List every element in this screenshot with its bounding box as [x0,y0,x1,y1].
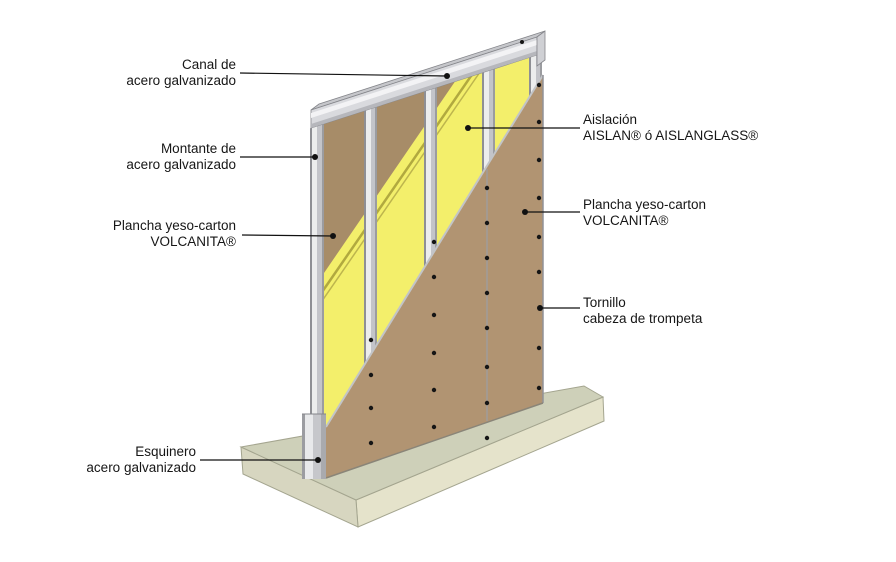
label-canal-line2: acero galvanizado [126,73,236,88]
label-plancha-izq: Plancha yeso-carton VOLCANITA® [113,218,236,250]
screw-dot [368,405,374,411]
label-montante-line2: acero galvanizado [126,157,236,172]
channel-highlight [311,40,537,118]
label-plancha-der-line1: Plancha yeso-carton [583,197,707,212]
screw-dot [484,185,490,191]
leader-tornillo [537,305,580,311]
screw-dot [431,312,437,318]
screw-dot [484,220,490,226]
leader-plancha-izq [241,233,336,239]
screw-dot [520,40,524,44]
screw-dot [536,119,542,125]
label-canal-line1: Canal de [181,57,236,72]
channel-lower-shade [311,51,537,128]
screw-dot [536,385,542,391]
insulation-batt-edges [311,62,482,318]
leader-canal [239,72,450,79]
corner-bead [302,413,326,479]
screw-dot [431,274,437,280]
screw-dot [484,255,490,261]
label-canal: Canal de acero galvanizado [126,57,236,89]
leader-montante [240,154,318,160]
screw-dot [431,387,437,393]
screw-dot [536,82,542,88]
stud-left-edge [310,123,324,479]
screw-dot [368,440,374,446]
label-montante: Montante de acero galvanizado [126,141,236,173]
screw-dot [431,350,437,356]
label-montante-line1: Montante de [160,141,236,156]
screw-dot [368,337,374,343]
screw-dot [536,269,542,275]
screw-dot [368,372,374,378]
leader-plancha-der [522,209,580,215]
label-tornillo-line1: Tornillo [583,295,626,310]
screw-dot [536,157,542,163]
screw-dot [484,290,490,296]
screw-dots [368,40,542,446]
leader-aislacion [465,125,580,131]
screw-dot [484,400,490,406]
screw-dot [536,195,542,201]
panel-bottom-edge [325,402,544,479]
label-plancha-der: Plancha yeso-carton VOLCANITA® [583,197,706,229]
label-plancha-izq-line1: Plancha yeso-carton [112,218,236,233]
channel-end-cap [536,30,546,67]
label-aislacion-line2: AISLAN® ó AISLANGLASS® [583,128,759,143]
label-tornillo-line2: cabeza de trompeta [583,311,703,326]
label-plancha-izq-line2: VOLCANITA® [150,234,236,249]
label-esquinero-line1: Esquinero [135,444,196,459]
screw-dot [484,435,490,441]
label-aislacion-line1: Aislación [583,112,638,127]
screw-dot [536,345,542,351]
screw-dot [536,234,542,240]
leader-esquinero [200,457,321,463]
top-channel [310,30,546,129]
screw-dot [431,239,437,245]
panel-cut-edge [325,74,544,428]
leader-lines [200,72,580,463]
label-esquinero: Esquinero acero galvanizado [86,444,196,476]
label-tornillo: Tornillo cabeza de trompeta [583,295,702,327]
screw-dot [484,364,490,370]
screw-dot [484,325,490,331]
label-aislacion: Aislación AISLAN® ó AISLANGLASS® [583,112,758,144]
label-plancha-der-line2: VOLCANITA® [583,213,669,228]
screw-dot [431,424,437,430]
label-esquinero-line2: acero galvanizado [86,460,196,475]
